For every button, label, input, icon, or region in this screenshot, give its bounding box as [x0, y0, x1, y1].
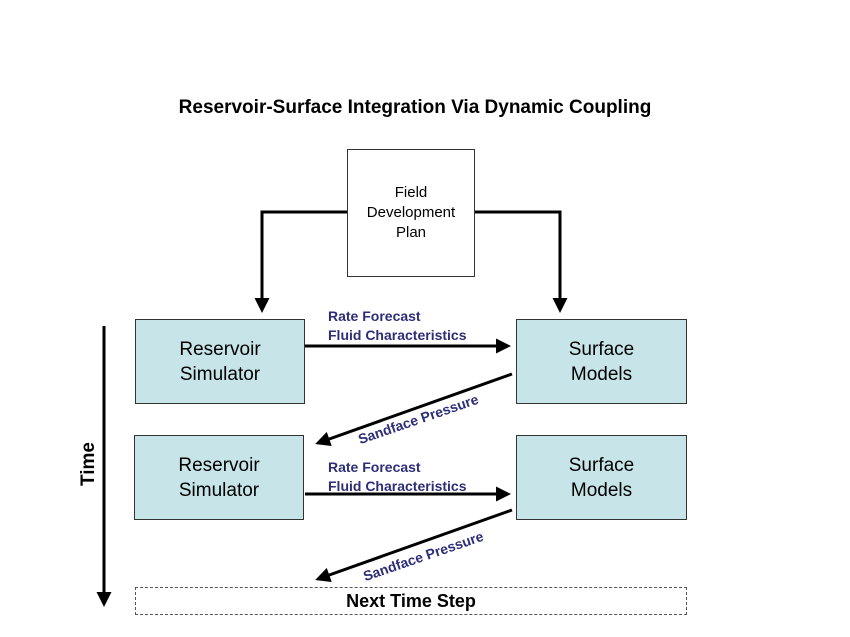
- reservoir-line-1: Reservoir: [178, 454, 260, 476]
- rate-forecast-label: Rate Forecast: [328, 308, 421, 324]
- field-plan-line-1: Field: [394, 184, 428, 201]
- sandface-pressure-arrow-2: [315, 508, 513, 583]
- time-axis-label: Time: [78, 441, 99, 486]
- surface-line-1: Surface: [568, 338, 635, 360]
- forward-label-2: Rate Forecast Fluid Characteristics: [328, 458, 467, 496]
- reservoir-line-2: Simulator: [178, 479, 260, 501]
- surface-line-2: Models: [570, 479, 633, 501]
- reservoir-simulator-box-2: Reservoir Simulator: [134, 435, 304, 520]
- reservoir-line-2: Simulator: [179, 363, 261, 385]
- surface-line-2: Models: [570, 363, 633, 385]
- diagram-title: Reservoir-Surface Integration Via Dynami…: [178, 97, 652, 118]
- forward-label-1: Rate Forecast Fluid Characteristics: [328, 307, 467, 345]
- plan-to-surface-arrow: [475, 210, 568, 313]
- surface-line-1: Surface: [568, 454, 635, 476]
- fluid-characteristics-label: Fluid Characteristics: [328, 478, 467, 494]
- field-plan-line-3: Plan: [395, 224, 427, 241]
- field-development-plan-box: Field Development Plan: [347, 149, 475, 277]
- reservoir-line-1: Reservoir: [179, 338, 261, 360]
- field-plan-line-2: Development: [366, 204, 456, 221]
- rate-forecast-label: Rate Forecast: [328, 459, 421, 475]
- sandface-pressure-arrow-1: [315, 372, 513, 447]
- plan-to-reservoir-arrow: [254, 210, 347, 313]
- surface-models-box-1: Surface Models: [516, 319, 687, 404]
- fluid-characteristics-label: Fluid Characteristics: [328, 327, 467, 343]
- surface-models-box-2: Surface Models: [516, 435, 687, 520]
- reservoir-simulator-box-1: Reservoir Simulator: [135, 319, 305, 404]
- next-time-step-box: Next Time Step: [135, 587, 687, 615]
